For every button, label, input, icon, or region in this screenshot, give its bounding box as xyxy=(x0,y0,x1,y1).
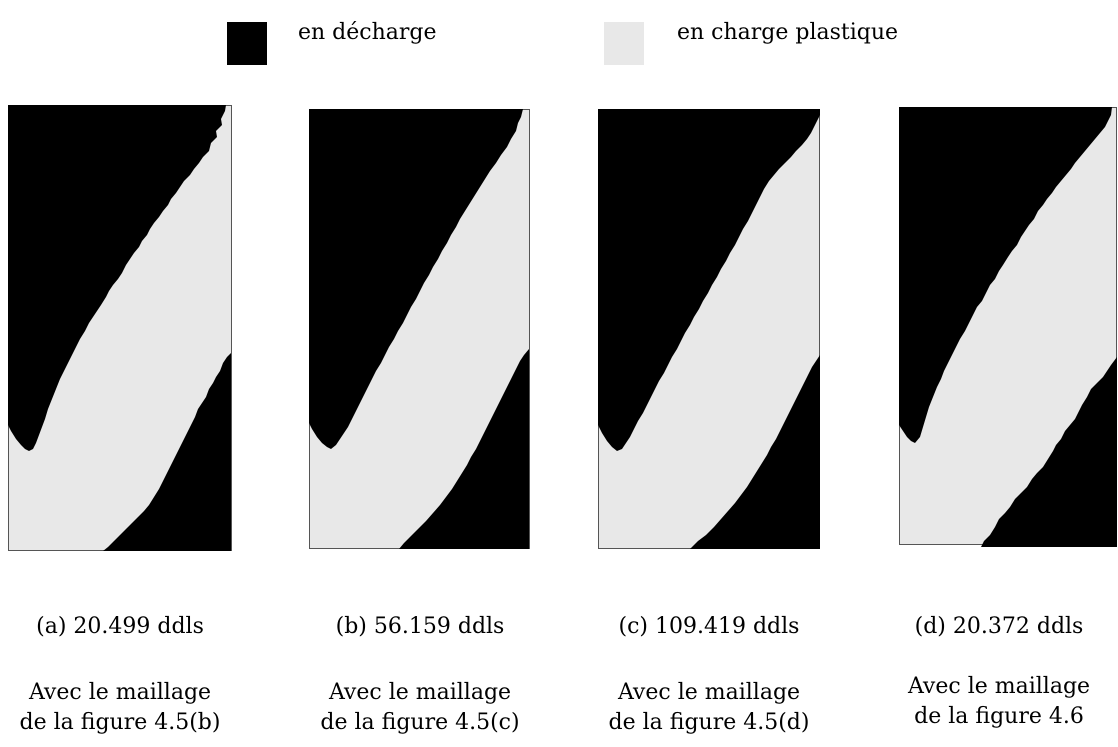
panel-d-caption: (d) 20.372 ddls xyxy=(914,614,1084,639)
panel-d-note-line1: Avec le maillage xyxy=(907,674,1091,699)
panel-c-note-line2: de la figure 4.5(d) xyxy=(608,710,810,735)
panel-d-note-line2: de la figure 4.6 xyxy=(914,704,1084,729)
unloading-zone-upper xyxy=(8,105,226,451)
legend-label-unloading: en décharge xyxy=(298,20,437,45)
panel-c-note: Avec le maillage de la figure 4.5(d) xyxy=(578,678,840,738)
unloading-zone-lower xyxy=(981,357,1117,547)
panel-a-note-line1: Avec le maillage xyxy=(28,680,212,705)
unloading-zone-lower xyxy=(399,349,529,549)
panel-b-caption: (b) 56.159 ddls xyxy=(335,614,505,639)
panel-b-note: Avec le maillage de la figure 4.5(c) xyxy=(290,678,550,738)
panel-d-plot xyxy=(899,107,1117,547)
unloading-zone-upper xyxy=(309,109,523,449)
unloading-zone-upper xyxy=(598,109,820,451)
unloading-zone-lower xyxy=(690,355,820,549)
panel-b-plot xyxy=(309,109,530,549)
panel-a-plot xyxy=(8,105,232,551)
panel-c-caption: (c) 109.419 ddls xyxy=(618,614,800,639)
panel-a-note-line2: de la figure 4.5(b) xyxy=(19,710,221,735)
legend-swatch-unloading xyxy=(227,22,267,65)
unloading-zone-lower xyxy=(103,353,231,551)
panel-b-note-line1: Avec le maillage xyxy=(328,680,512,705)
panel-a-caption: (a) 20.499 ddls xyxy=(36,614,204,639)
panel-c-note-line1: Avec le maillage xyxy=(617,680,801,705)
legend-label-plastic: en charge plastique xyxy=(677,20,899,45)
panel-a-note: Avec le maillage de la figure 4.5(b) xyxy=(0,678,240,738)
panel-b-note-line2: de la figure 4.5(c) xyxy=(320,710,520,735)
panel-d-note: Avec le maillage de la figure 4.6 xyxy=(880,672,1118,732)
legend-swatch-plastic xyxy=(604,22,644,65)
panel-c-plot xyxy=(598,109,820,549)
unloading-zone-upper xyxy=(899,107,1112,443)
